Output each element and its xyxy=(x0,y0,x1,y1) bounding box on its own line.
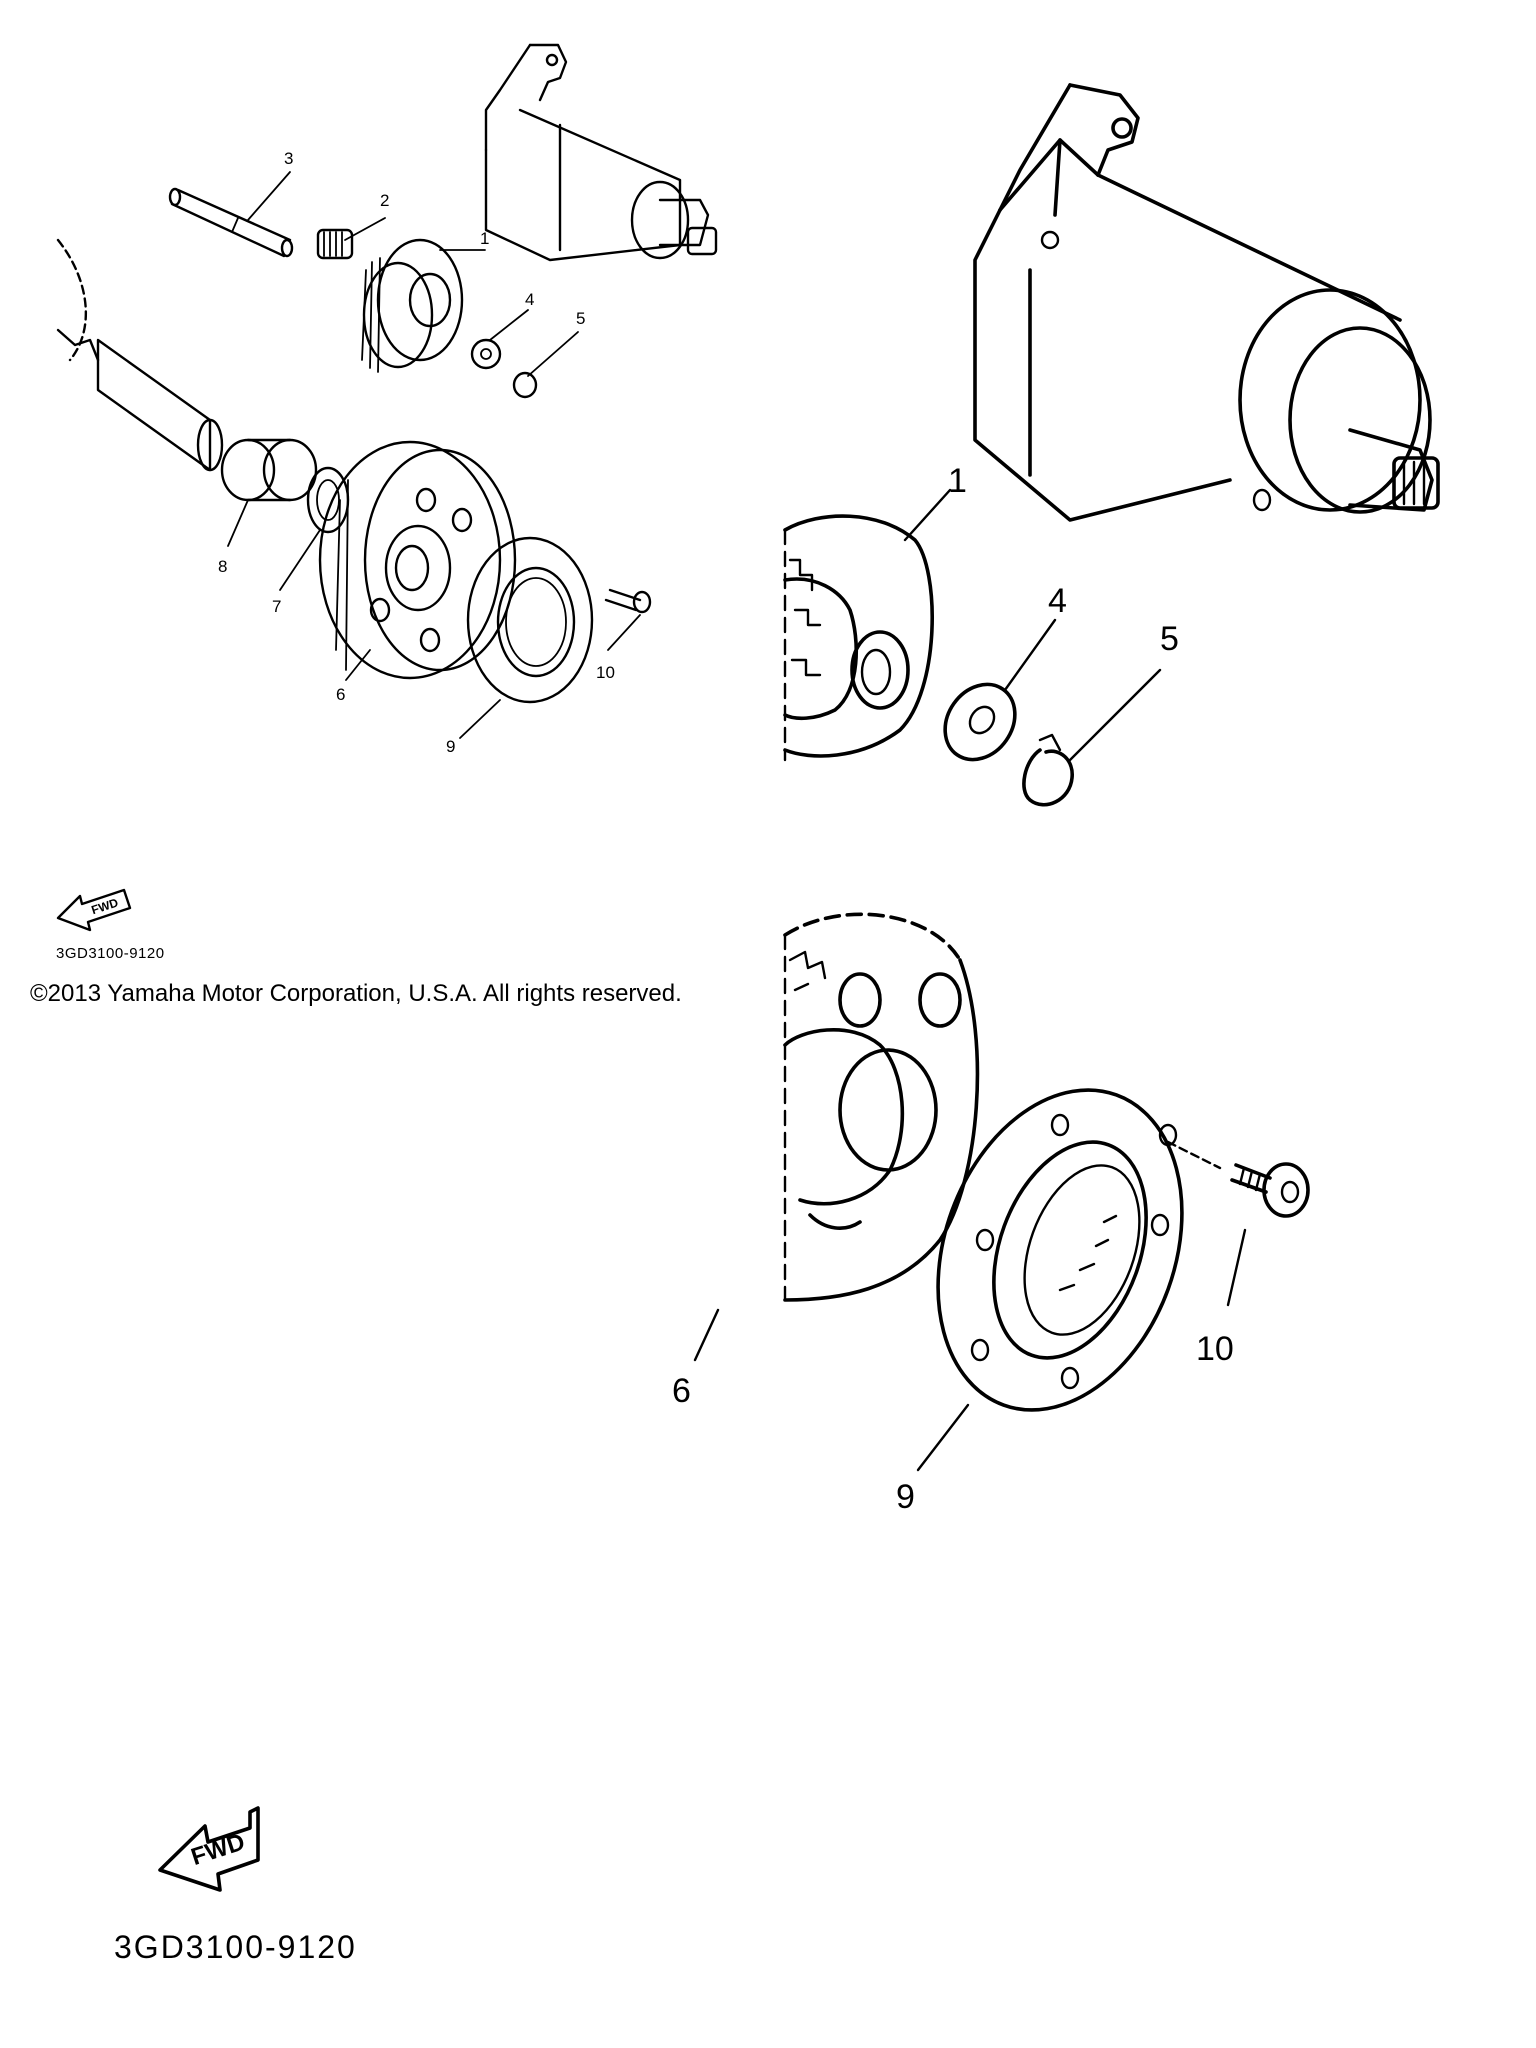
detail-washer-circlip xyxy=(943,682,1074,807)
callout-6: 6 xyxy=(336,685,345,704)
part-5-circlip xyxy=(512,371,538,399)
part-6-wheel-gear xyxy=(318,440,517,680)
part-8-bearing xyxy=(220,438,318,502)
part-3-shaft xyxy=(168,187,294,258)
detail-callout-5: 5 xyxy=(1160,620,1179,658)
part-9-one-way-clutch xyxy=(466,536,594,704)
detail-upper-callouts: 1 4 5 xyxy=(948,462,1179,658)
callout-3: 3 xyxy=(284,149,293,168)
callout-5: 5 xyxy=(576,309,585,328)
crankshaft xyxy=(56,238,224,472)
callout-8: 8 xyxy=(218,557,227,576)
fwd-arrow-small: FWD xyxy=(56,888,132,932)
callout-7: 7 xyxy=(272,597,281,616)
part-4-washer xyxy=(470,338,502,370)
overview-leaders xyxy=(227,171,641,739)
overview-callouts: 3 2 1 4 5 8 7 6 9 10 xyxy=(218,149,615,756)
part-2-needle-bearing xyxy=(316,228,354,260)
detail-wheel-gear xyxy=(783,912,980,1302)
detail-callout-9: 9 xyxy=(896,1478,915,1516)
diagram-code-small: 3GD3100-9120 xyxy=(56,945,165,962)
copyright-notice: ©2013 Yamaha Motor Corporation, U.S.A. A… xyxy=(30,980,682,1007)
callout-2: 2 xyxy=(380,191,389,210)
overview-diagram: 3 2 1 4 5 8 7 6 9 10 FWD 3GD3100-9120 xyxy=(56,43,718,962)
starter-motor-small xyxy=(484,43,718,262)
callout-10: 10 xyxy=(596,663,615,682)
detail-callout-10: 10 xyxy=(1196,1330,1234,1368)
diagram-code-large: 3GD3100-9120 xyxy=(114,1929,357,1965)
detail-idle-gear xyxy=(783,514,934,762)
fwd-arrow-large: FWD xyxy=(158,1806,260,1892)
detail-one-way-clutch xyxy=(936,1088,1184,1412)
detail-upper-leaders xyxy=(903,488,1162,762)
detail-bolt xyxy=(1166,1140,1310,1218)
detail-callout-4: 4 xyxy=(1048,582,1067,620)
callout-9: 9 xyxy=(446,737,455,756)
part-7-washer xyxy=(306,466,350,534)
callout-1: 1 xyxy=(480,229,489,248)
detail-starter-motor xyxy=(973,83,1440,522)
detail-callout-6: 6 xyxy=(672,1372,691,1410)
part-10-bolt xyxy=(604,588,652,614)
callout-4: 4 xyxy=(525,290,534,309)
detail-lower-leaders xyxy=(693,1228,1247,1472)
detail-callout-1: 1 xyxy=(948,462,967,500)
part-1-idle-gear xyxy=(361,238,464,373)
detail-lower-callouts: 6 10 9 xyxy=(672,1330,1234,1516)
